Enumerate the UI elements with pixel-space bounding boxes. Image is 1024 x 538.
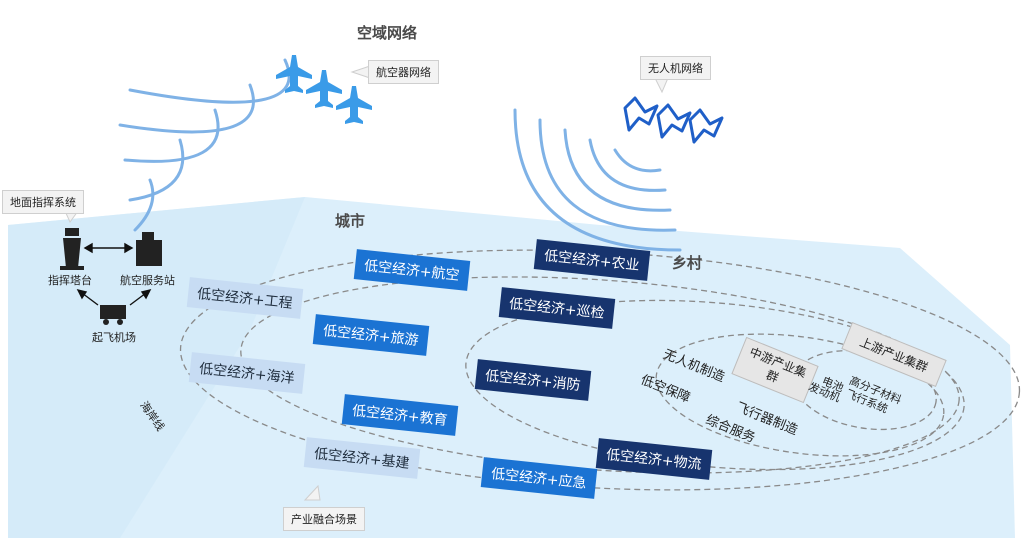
- drone-callout-pointer: [654, 77, 669, 94]
- village-label: 乡村: [672, 254, 703, 272]
- city-label: 城市: [335, 212, 366, 230]
- drone-icon: [623, 96, 724, 144]
- outer-zone-ellipse: [179, 249, 1021, 491]
- airport-icon: [100, 305, 126, 325]
- drone-network-callout: 无人机网络: [640, 56, 711, 80]
- city-zone-ellipse: [240, 276, 960, 474]
- aviation-service-label: 航空服务站: [120, 274, 175, 287]
- airspace-network-title: 空域网络: [357, 24, 418, 42]
- village-zone-ellipse: [465, 299, 965, 471]
- midstream-ellipse: [655, 333, 945, 457]
- takeoff-airport-label: 起飞机场: [92, 331, 136, 344]
- aircraft-icon: [276, 55, 372, 124]
- scenes-callout-pointer: [303, 484, 321, 501]
- industry-scenes-callout: 产业融合场景: [283, 507, 365, 531]
- control-tower-icon: [60, 228, 84, 270]
- ground-links: [76, 242, 152, 306]
- ground-command-callout: 地面指挥系统: [2, 190, 84, 214]
- control-tower-label: 指挥塔台: [48, 274, 92, 287]
- drone-signal-arcs: [513, 108, 682, 252]
- aircraft-network-callout: 航空器网络: [368, 60, 439, 84]
- aviation-service-icon: [136, 232, 162, 266]
